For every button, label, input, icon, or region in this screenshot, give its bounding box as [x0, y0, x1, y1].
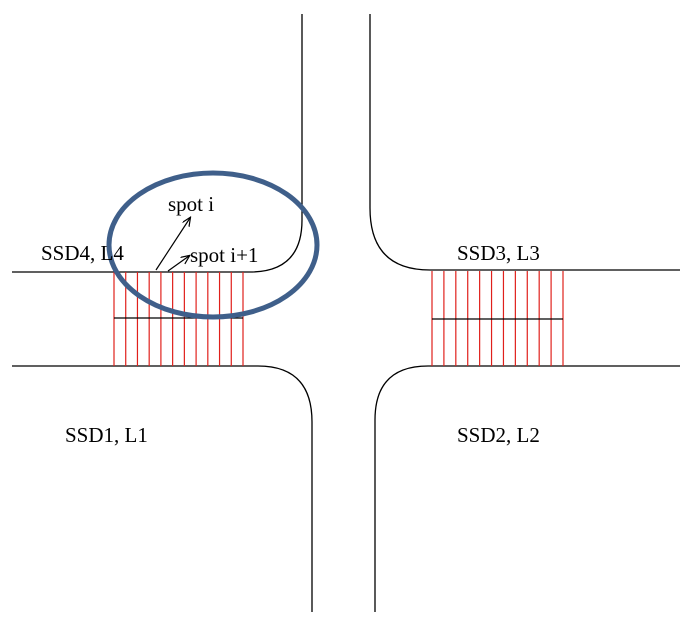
- label-ssd4: SSD4, L4: [41, 241, 124, 265]
- label-ssd2: SSD2, L2: [457, 423, 540, 447]
- arrow-spot-i: [155, 218, 190, 271]
- label-spot-i1: spot i+1: [190, 243, 258, 267]
- road-edge-southeast: [374, 365, 680, 612]
- arrow-spot-i1: [167, 256, 189, 272]
- road-edge-southwest: [12, 365, 313, 612]
- parking-lot-east: [431, 271, 564, 366]
- road-edges: [12, 14, 680, 612]
- highlight-circle: [106, 170, 320, 320]
- road-edge-northeast: [369, 14, 680, 271]
- road-edge-northwest: [12, 14, 303, 273]
- label-spot-i: spot i: [168, 192, 214, 216]
- label-ssd3: SSD3, L3: [457, 241, 540, 265]
- label-ssd1: SSD1, L1: [65, 423, 148, 447]
